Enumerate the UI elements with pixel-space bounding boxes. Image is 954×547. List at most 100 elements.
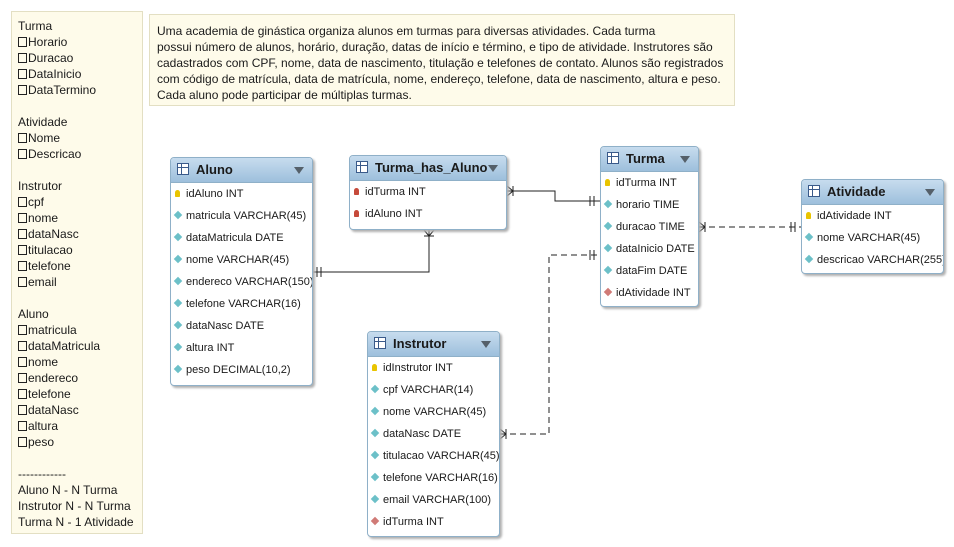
legend-item: altura [18,418,142,434]
legend-item: DataTermino [18,82,142,98]
column-row[interactable]: idTurma INT [601,172,698,194]
column-row[interactable]: titulacao VARCHAR(45) [368,445,499,467]
legend-item: DataInicio [18,66,142,82]
collapse-arrow-icon[interactable] [488,165,498,172]
table-icon [607,152,619,164]
column-diamond-icon [173,276,183,286]
column-diamond-icon [173,364,183,374]
column-label: peso DECIMAL(10,2) [186,364,291,376]
legend-item: peso [18,434,142,450]
column-diamond-icon [603,265,613,275]
legend-group-title: Turma [18,19,53,33]
column-row[interactable]: altura INT [171,337,312,359]
legend-item: Horario [18,34,142,50]
column-label: descricao VARCHAR(255) [817,254,944,266]
column-row[interactable]: cpf VARCHAR(14) [368,379,499,401]
column-row[interactable]: dataNasc DATE [368,423,499,445]
column-diamond-icon [370,406,380,416]
column-row[interactable]: horario TIME [601,194,698,216]
column-row[interactable]: telefone VARCHAR(16) [171,293,312,315]
column-row[interactable]: nome VARCHAR(45) [368,401,499,423]
legend-item: email [18,274,142,290]
column-label: dataNasc DATE [186,320,265,332]
column-row[interactable]: peso DECIMAL(10,2) [171,359,312,381]
column-label: idTurma INT [616,177,677,189]
column-row[interactable]: descricao VARCHAR(255) [802,249,943,271]
column-row[interactable]: idAtividade INT [802,205,943,227]
column-label: horario TIME [616,199,680,211]
table-name: Aluno [196,162,233,177]
column-label: altura INT [186,342,235,354]
column-diamond-icon [173,210,183,220]
table-aluno[interactable]: Aluno idAluno INT matricula VARCHAR(45) … [170,157,313,386]
column-label: telefone VARCHAR(16) [186,298,301,310]
column-row[interactable]: email VARCHAR(100) [368,489,499,511]
legend-item: dataNasc [18,226,142,242]
legend-group-title: Aluno [18,307,49,321]
collapse-arrow-icon[interactable] [481,341,491,348]
table-atividade[interactable]: Atividade idAtividade INT nome VARCHAR(4… [801,179,944,274]
column-row[interactable]: idAluno INT [171,183,312,205]
table-turma[interactable]: Turma idTurma INT horario TIME duracao T… [600,146,699,307]
collapse-arrow-icon[interactable] [294,167,304,174]
table-instrutor[interactable]: Instrutor idInstrutor INT cpf VARCHAR(14… [367,331,500,537]
table-header[interactable]: Turma [601,147,698,172]
column-row[interactable]: nome VARCHAR(45) [802,227,943,249]
legend-item: Nome [18,130,142,146]
legend-group-aluno: Aluno matricula dataMatricula nome ender… [18,306,142,450]
legend-group-title: Instrutor [18,179,63,193]
table-name: Turma_has_Aluno [375,160,488,175]
column-row[interactable]: idTurma INT [368,511,499,533]
legend-item: nome [18,210,142,226]
table-header[interactable]: Atividade [802,180,943,205]
collapse-arrow-icon[interactable] [680,156,690,163]
legend-item: Duracao [18,50,142,66]
table-header[interactable]: Aluno [171,158,312,183]
column-row[interactable]: telefone VARCHAR(16) [368,467,499,489]
foreign-key-icon [354,210,359,217]
column-row[interactable]: duracao TIME [601,216,698,238]
column-row[interactable]: dataInicio DATE [601,238,698,260]
description-line: possui número de alunos, horário, duraçã… [157,40,713,54]
column-label: dataMatricula DATE [186,232,284,244]
legend-group-atividade: Atividade Nome Descricao [18,114,142,162]
relationship-aluno-turma-has-aluno[interactable] [313,229,435,277]
column-row[interactable]: dataNasc DATE [171,315,312,337]
table-icon [356,161,368,173]
column-row[interactable]: idAtividade INT [601,282,698,304]
column-row[interactable]: dataFim DATE [601,260,698,282]
column-row[interactable]: idInstrutor INT [368,357,499,379]
relationship-turma-turma-has-aluno[interactable] [506,185,600,206]
table-icon [177,163,189,175]
column-label: endereco VARCHAR(150) [186,276,313,288]
table-turma-has-aluno[interactable]: Turma_has_Aluno idTurma INT idAluno INT [349,155,507,230]
primary-key-icon [605,179,610,186]
column-row[interactable]: idTurma INT [350,181,506,203]
relationship-turma-instrutor[interactable] [499,250,600,440]
table-name: Instrutor [393,336,447,351]
column-label: idAluno INT [365,208,423,220]
column-diamond-icon [173,320,183,330]
foreign-key-diamond-icon [370,516,380,526]
legend-item: dataMatricula [18,338,142,354]
column-row[interactable]: dataMatricula DATE [171,227,312,249]
column-row[interactable]: endereco VARCHAR(150) [171,271,312,293]
relationship-atividade-turma[interactable] [698,221,801,233]
column-label: dataInicio DATE [616,243,695,255]
column-row[interactable]: matricula VARCHAR(45) [171,205,312,227]
collapse-arrow-icon[interactable] [925,189,935,196]
primary-key-icon [806,212,811,219]
column-label: dataNasc DATE [383,428,462,440]
table-header[interactable]: Instrutor [368,332,499,357]
legend-relation: Instrutor N - N Turma [18,499,131,513]
column-diamond-icon [173,232,183,242]
column-row[interactable]: idAluno INT [350,203,506,225]
legend-item: matricula [18,322,142,338]
column-label: dataFim DATE [616,265,688,277]
column-label: telefone VARCHAR(16) [383,472,498,484]
column-diamond-icon [370,450,380,460]
legend-item: Descricao [18,146,142,162]
column-row[interactable]: nome VARCHAR(45) [171,249,312,271]
table-header[interactable]: Turma_has_Aluno [350,156,506,181]
column-label: idTurma INT [365,186,426,198]
